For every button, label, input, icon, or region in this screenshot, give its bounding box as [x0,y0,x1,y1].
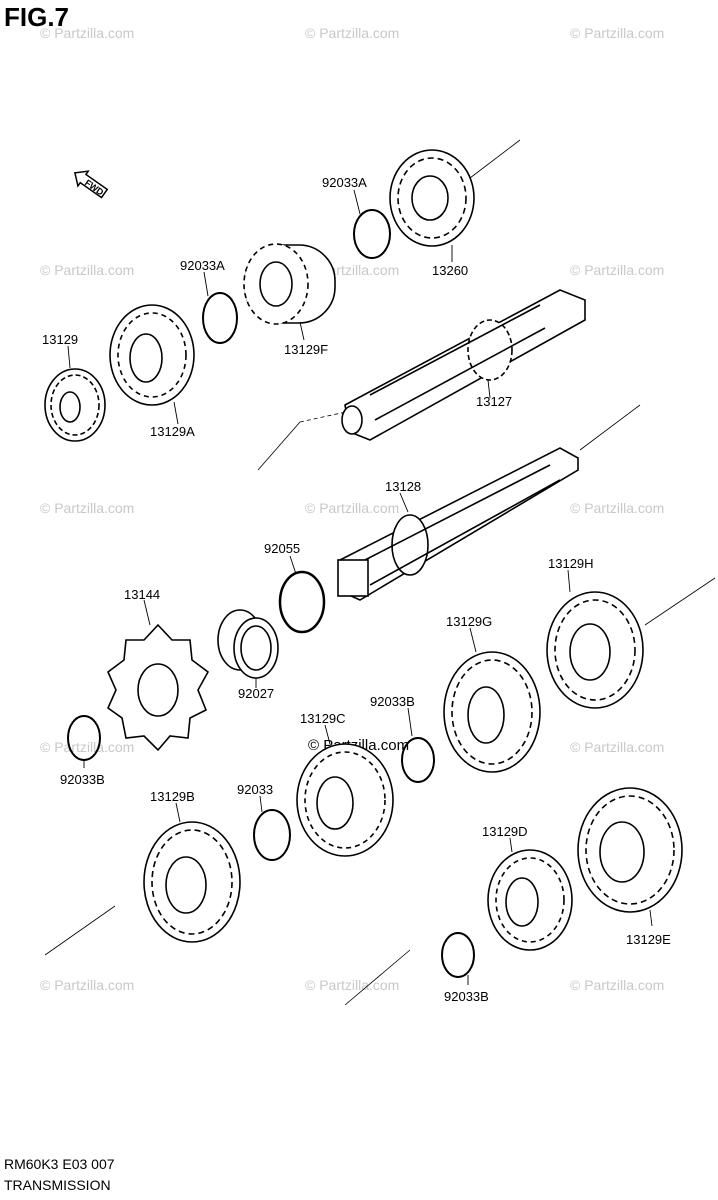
label-13129D: 13129D [482,824,528,839]
fwd-arrow-icon: FWD [73,170,109,199]
gear-13129H [546,591,644,709]
model-code: RM60K3 E03 007 [4,1156,115,1172]
watermark: © Partzilla.com [305,500,399,516]
figure-title: FIG.7 [4,2,70,32]
label-13129A: 13129A [150,424,195,439]
watermark: © Partzilla.com [570,262,664,278]
label-92033B-left: 92033B [60,772,105,787]
collar-92027 [217,609,279,679]
watermark: © Partzilla.com [570,25,664,41]
label-13129C: 13129C [300,711,346,726]
watermark: © Partzilla.com [305,25,399,41]
part-labels: 92033A 13260 92033A 13129F 13129 13129A … [42,175,671,1004]
label-13129B: 13129B [150,789,195,804]
watermark: © Partzilla.com [570,739,664,755]
gear-13129F [243,243,336,325]
label-13129F: 13129F [284,342,328,357]
watermark: © Partzilla.com [40,262,134,278]
circlip-92033 [253,809,291,861]
label-13128: 13128 [385,479,421,494]
label-92033A-top: 92033A [322,175,367,190]
watermarks: © Partzilla.com © Partzilla.com © Partzi… [40,25,664,993]
section-title: TRANSMISSION [4,1177,111,1193]
circlip-92033B-mid [401,737,435,783]
circlip-92033B-bottom [441,932,475,978]
label-92033: 92033 [237,782,273,797]
label-13129G: 13129G [446,614,492,629]
label-13129E: 13129E [626,932,671,947]
gear-13129 [44,368,106,442]
label-13127: 13127 [476,394,512,409]
watermark: © Partzilla.com [305,977,399,993]
gear-13129C [296,743,394,857]
gear-13129E [577,787,683,913]
label-92055: 92055 [264,541,300,556]
gear-13260 [389,149,475,247]
watermark: © Partzilla.com [40,739,134,755]
watermark: © Partzilla.com [570,977,664,993]
leader-lines [67,189,653,985]
watermark: © Partzilla.com [570,500,664,516]
label-92033B-bottom: 92033B [444,989,489,1004]
watermark: © Partzilla.com [40,500,134,516]
shaft-13127 [341,289,586,441]
gear-13129G [443,651,541,773]
shaft-13128 [337,447,579,601]
circlip-92033A-mid [202,292,238,344]
label-92033B-mid: 92033B [370,694,415,709]
o-ring-92055 [278,570,326,634]
label-13129: 13129 [42,332,78,347]
gear-13129A [109,304,195,406]
label-13129H: 13129H [548,556,594,571]
label-92033A-mid: 92033A [180,258,225,273]
watermark: © Partzilla.com [40,25,134,41]
alignment-lines [44,139,716,1006]
sprocket-13144 [107,623,210,752]
label-13144: 13144 [124,587,160,602]
watermark: © Partzilla.com [40,977,134,993]
circlip-92033A-top [353,209,391,259]
gear-13129D [487,849,573,951]
gear-13129B [143,821,241,943]
label-13260: 13260 [432,263,468,278]
label-92027: 92027 [238,686,274,701]
